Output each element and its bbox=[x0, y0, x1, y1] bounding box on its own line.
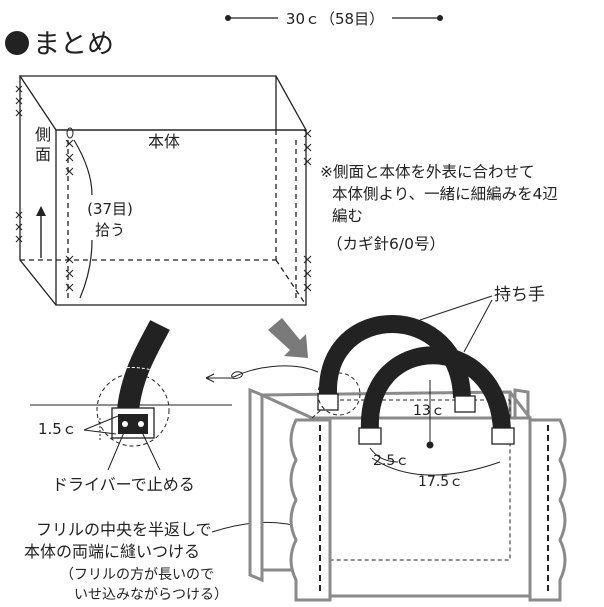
side-label-2: 面 bbox=[35, 145, 51, 164]
screw-pointers bbox=[107, 429, 161, 471]
handle-offset-label: 2.5ｃ bbox=[373, 453, 409, 469]
next-step-arrow-icon bbox=[268, 318, 308, 358]
bag-drawing bbox=[248, 387, 567, 602]
handle-height-label: 13ｃ bbox=[413, 403, 445, 419]
top-dimension-label: 30ｃ（58目） bbox=[286, 10, 384, 28]
note-line-2: 本体側より、一緒に細編みを4辺 bbox=[332, 185, 558, 203]
frill-note-1: （フリルの方が長いので bbox=[60, 567, 214, 583]
title-text: まとめ bbox=[33, 29, 114, 60]
body-label: 本体 bbox=[148, 132, 180, 151]
bullet-icon bbox=[5, 31, 29, 55]
handle-span-label: 17.5ｃ bbox=[418, 474, 463, 490]
box-diagram bbox=[18, 75, 308, 306]
tab-width-pointers bbox=[83, 415, 119, 440]
curved-arrow-icon bbox=[205, 365, 319, 383]
direction-arrow-icon bbox=[36, 206, 46, 258]
top-dimension: 30ｃ（58目） bbox=[225, 10, 443, 28]
note-line-1: ※側面と本体を外表に合わせて bbox=[320, 163, 535, 181]
stitch-count-label: (37目) bbox=[87, 200, 133, 218]
side-label-1: 側 bbox=[35, 125, 51, 144]
bag-measurements bbox=[369, 380, 501, 476]
handle-label: 持ち手 bbox=[494, 285, 545, 305]
hook-size: （カギ針6/0号） bbox=[327, 235, 445, 253]
pickup-arcs bbox=[73, 139, 93, 299]
handle-closeup bbox=[30, 320, 232, 447]
screw-instruction: ドライバーで止める bbox=[52, 475, 195, 494]
note-line-3: 編む bbox=[332, 207, 363, 225]
assembly-note: ※側面と本体を外表に合わせて 本体側より、一緒に細編みを4辺 編む （カギ針6/… bbox=[320, 163, 558, 253]
section-title: まとめ bbox=[5, 29, 114, 60]
tab-width-label: 1.5ｃ bbox=[38, 420, 77, 438]
handle-pointer-lines bbox=[419, 295, 493, 353]
frill-note-2: いせ込みながらつける） bbox=[74, 587, 228, 603]
frill-line-1: フリルの中央を半返しで bbox=[36, 520, 212, 539]
stitch-marks bbox=[15, 85, 312, 292]
bag-handles bbox=[317, 315, 515, 445]
frill-line-2: 本体の両端に縫いつける bbox=[24, 542, 200, 561]
frill-instruction: フリルの中央を半返しで 本体の両端に縫いつける （フリルの方が長いので いせ込み… bbox=[24, 520, 228, 603]
pick-up-label: 拾う bbox=[95, 221, 125, 239]
